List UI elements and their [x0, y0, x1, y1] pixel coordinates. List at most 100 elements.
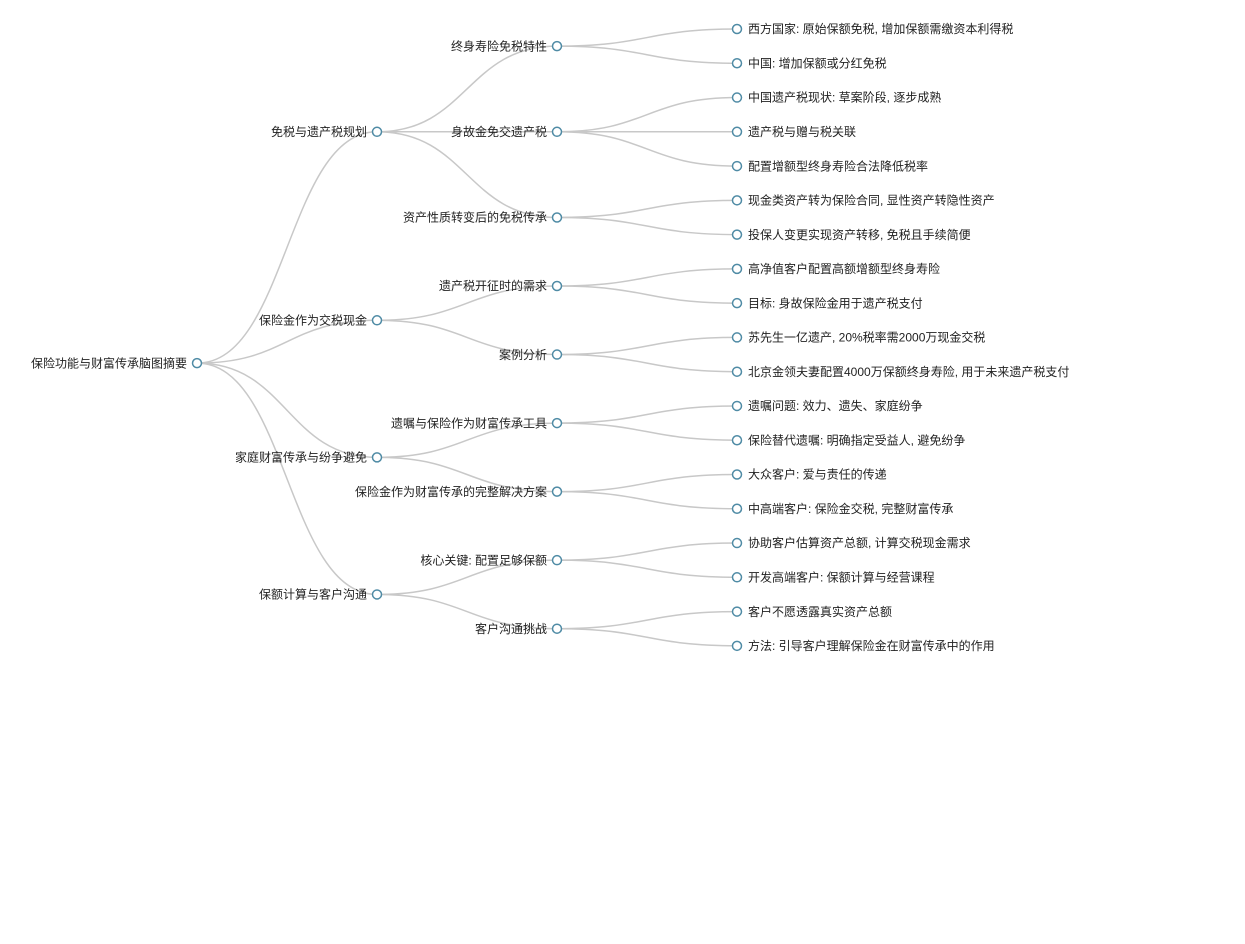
node-toggle-circle[interactable] [731, 297, 743, 309]
node-toggle-circle[interactable] [731, 195, 743, 206]
mindmap-node-leaf[interactable]: 高净值客户配置高额增额型终身寿险 [731, 261, 941, 276]
mindmap-node-level-2[interactable]: 核心关键: 配置足够保额 [420, 553, 563, 567]
node-label: 目标: 身故保险金用于遗产税支付 [748, 295, 923, 310]
mindmap-node-level-2[interactable]: 保险金作为财富传承的完整解决方案 [355, 484, 563, 499]
node-label: 遗产税与赠与税关联 [748, 125, 856, 139]
node-toggle-circle[interactable] [731, 366, 743, 377]
node-label: 西方国家: 原始保额免税, 增加保额需缴资本利得税 [748, 21, 1013, 36]
mindmap-link [556, 285, 738, 304]
node-toggle-circle[interactable] [731, 58, 743, 69]
mindmap-link [556, 627, 738, 647]
node-toggle-circle[interactable] [551, 554, 563, 566]
mindmap-link [376, 593, 558, 630]
node-toggle-circle[interactable] [371, 452, 383, 463]
node-toggle-circle[interactable] [371, 126, 383, 138]
mindmap-node-leaf[interactable]: 大众客户: 爱与责任的传递 [731, 467, 887, 482]
node-label: 中国: 增加保额或分红免税 [748, 55, 887, 70]
mindmap-node-level-2[interactable]: 身故金免交遗产税 [451, 124, 563, 139]
node-toggle-circle[interactable] [731, 537, 743, 549]
node-label: 开发高端客户: 保额计算与经营课程 [748, 570, 935, 585]
mindmap-node-root[interactable]: 保险功能与财富传承脑图摘要 [31, 355, 203, 370]
node-label: 中国遗产税现状: 草案阶段, 逐步成熟 [748, 90, 941, 105]
node-toggle-circle[interactable] [551, 280, 563, 292]
node-toggle-circle[interactable] [551, 417, 563, 429]
mindmap-node-leaf[interactable]: 保险替代遗嘱: 明确指定受益人, 避免纷争 [731, 432, 966, 447]
node-label: 家庭财富传承与纷争避免 [235, 450, 367, 465]
node-label: 中高端客户: 保险金交税, 完整财富传承 [748, 501, 953, 516]
node-toggle-circle[interactable] [731, 469, 743, 480]
mindmap-node-leaf[interactable]: 中高端客户: 保险金交税, 完整财富传承 [731, 501, 954, 516]
mindmap-node-leaf[interactable]: 苏先生一亿遗产, 20%税率需2000万现金交税 [731, 330, 986, 345]
node-label: 高净值客户配置高额增额型终身寿险 [748, 261, 940, 276]
mindmap-link [556, 199, 738, 219]
node-toggle-circle[interactable] [551, 623, 563, 634]
mindmap-node-leaf[interactable]: 北京金领夫妻配置4000万保额终身寿险, 用于未来遗产税支付 [731, 364, 1070, 379]
node-label: 身故金免交遗产税 [451, 124, 547, 139]
node-label: 大众客户: 爱与责任的传递 [748, 467, 887, 482]
mindmap-node-leaf[interactable]: 协助客户估算资产总额, 计算交税现金需求 [731, 535, 971, 550]
mindmap-node-level-2[interactable]: 终身寿险免税特性 [451, 38, 563, 53]
node-toggle-circle[interactable] [731, 229, 743, 240]
mindmap-node-level-2[interactable]: 遗产税开征时的需求 [439, 278, 563, 293]
mindmap-node-level-2[interactable]: 客户沟通挑战 [475, 621, 563, 636]
node-toggle-circle[interactable] [731, 263, 743, 275]
mindmap-link [376, 131, 558, 219]
mindmap-link [556, 96, 738, 133]
node-toggle-circle[interactable] [731, 126, 743, 138]
mindmap-node-leaf[interactable]: 遗嘱问题: 效力、遗失、家庭纷争 [731, 398, 923, 413]
mindmap-node-level-1[interactable]: 保额计算与客户沟通 [259, 587, 383, 602]
mindmap-node-level-1[interactable]: 保险金作为交税现金 [259, 312, 383, 327]
node-toggle-circle[interactable] [551, 349, 563, 360]
node-toggle-circle[interactable] [731, 640, 743, 652]
node-toggle-circle[interactable] [731, 332, 743, 343]
mindmap-node-leaf[interactable]: 中国遗产税现状: 草案阶段, 逐步成熟 [731, 90, 942, 105]
mindmap-node-leaf[interactable]: 现金类资产转为保险合同, 显性资产转隐性资产 [731, 193, 995, 208]
mindmap-link [196, 362, 378, 459]
mindmap-node-leaf[interactable]: 开发高端客户: 保额计算与经营课程 [731, 570, 935, 585]
node-toggle-circle[interactable] [731, 400, 743, 412]
mindmap-link [556, 610, 738, 630]
mindmap-node-leaf[interactable]: 配置增额型终身寿险合法降低税率 [731, 158, 929, 173]
node-label: 资产性质转变后的免税传承 [403, 210, 547, 225]
node-label: 免税与遗产税规划 [271, 124, 367, 139]
node-toggle-circle[interactable] [731, 23, 743, 35]
mindmap-link [556, 490, 738, 510]
node-toggle-circle[interactable] [731, 92, 743, 103]
mindmap-node-leaf[interactable]: 目标: 身故保险金用于遗产税支付 [731, 295, 923, 310]
node-label: 终身寿险免税特性 [451, 38, 547, 53]
node-toggle-circle[interactable] [551, 486, 563, 497]
mindmap-node-leaf[interactable]: 中国: 增加保额或分红免税 [731, 55, 887, 70]
node-toggle-circle[interactable] [551, 212, 563, 223]
mindmap-link [376, 456, 558, 493]
mindmap-link [556, 268, 738, 287]
mindmap-node-level-1[interactable]: 家庭财富传承与纷争避免 [235, 450, 383, 465]
mindmap-link [196, 319, 378, 364]
mindmap-link [196, 362, 378, 596]
node-toggle-circle[interactable] [731, 503, 743, 515]
mindmap-node-level-1[interactable]: 免税与遗产税规划 [271, 124, 383, 139]
mindmap-node-leaf[interactable]: 方法: 引导客户理解保险金在财富传承中的作用 [731, 638, 995, 653]
node-toggle-circle[interactable] [731, 160, 743, 172]
mindmap-link [376, 285, 558, 322]
node-label: 投保人变更实现资产转移, 免税且手续简便 [748, 227, 971, 242]
node-toggle-circle[interactable] [371, 589, 383, 600]
mindmap-link [376, 422, 558, 459]
mindmap-node-level-2[interactable]: 案例分析 [499, 347, 563, 362]
mindmap-link [556, 353, 738, 373]
node-toggle-circle[interactable] [371, 315, 383, 326]
node-label: 保险金作为交税现金 [259, 312, 367, 327]
mindmap-node-level-2[interactable]: 资产性质转变后的免税传承 [403, 210, 563, 225]
mindmap-node-leaf[interactable]: 西方国家: 原始保额免税, 增加保额需缴资本利得税 [731, 21, 1014, 36]
node-toggle-circle[interactable] [731, 434, 743, 446]
node-label: 案例分析 [499, 347, 547, 362]
node-toggle-circle[interactable] [551, 126, 563, 138]
mindmap-link [376, 559, 558, 596]
mindmap-node-leaf[interactable]: 投保人变更实现资产转移, 免税且手续简便 [731, 227, 971, 242]
mindmap-node-leaf[interactable]: 遗产税与赠与税关联 [731, 125, 857, 139]
node-toggle-circle[interactable] [731, 572, 743, 583]
mindmap-node-leaf[interactable]: 客户不愿透露真实资产总额 [731, 604, 893, 619]
mindmap-node-level-2[interactable]: 遗嘱与保险作为财富传承工具 [391, 415, 563, 430]
node-toggle-circle[interactable] [191, 357, 203, 369]
node-toggle-circle[interactable] [551, 40, 563, 52]
node-toggle-circle[interactable] [731, 606, 743, 617]
